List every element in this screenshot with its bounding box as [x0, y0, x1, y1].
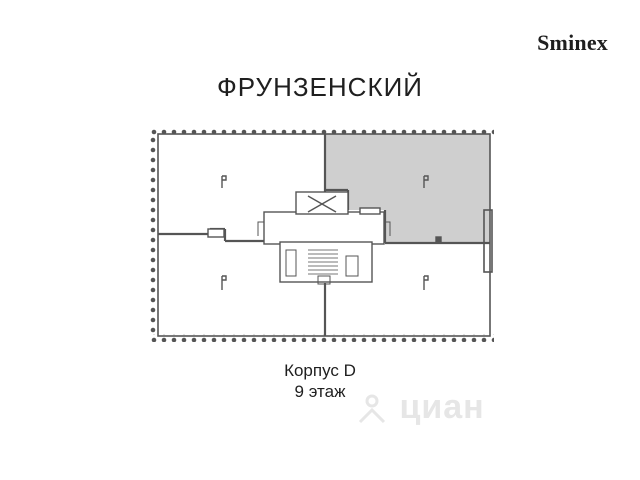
watermark-text: циан: [399, 388, 485, 426]
facade-left: [150, 137, 156, 333]
stairs: [285, 249, 359, 277]
building-label: Корпус D: [284, 361, 356, 380]
cian-watermark: циан: [355, 388, 485, 427]
floor-label: 9 этаж: [294, 382, 346, 401]
facade-bottom: [150, 334, 494, 342]
door-marks: [257, 221, 391, 285]
cian-logo-icon: [358, 394, 386, 424]
facade-top: [150, 128, 494, 136]
highlighted-unit[interactable]: [325, 134, 490, 243]
page-title: ФРУНЗЕНСКИЙ: [217, 72, 423, 102]
sminex-logo: Sminex: [537, 30, 608, 55]
riser-markers: [221, 175, 442, 290]
plan-caption: Корпус D 9 этаж: [0, 360, 640, 402]
